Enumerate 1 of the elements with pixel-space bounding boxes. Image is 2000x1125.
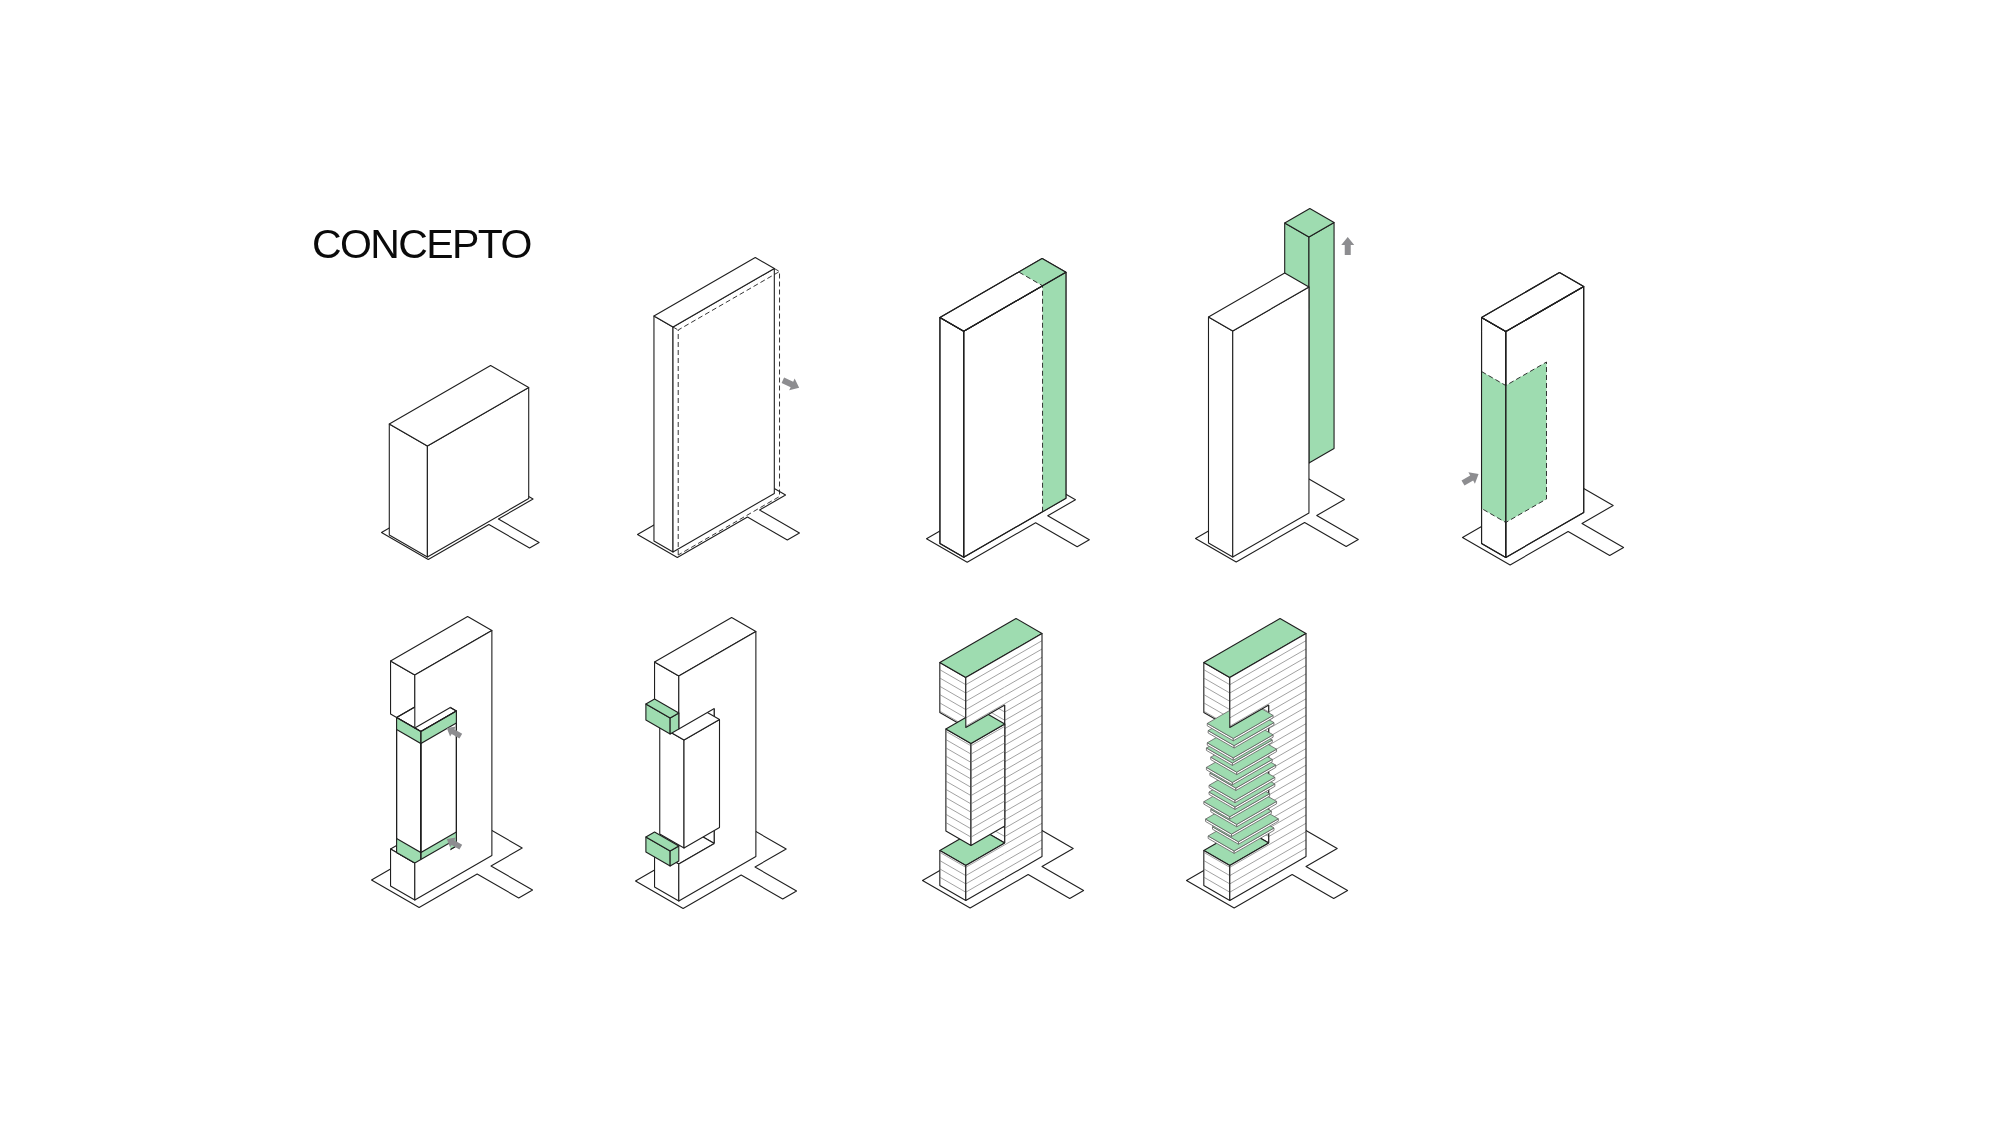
diagram-title: CONCEPTO — [312, 224, 531, 265]
